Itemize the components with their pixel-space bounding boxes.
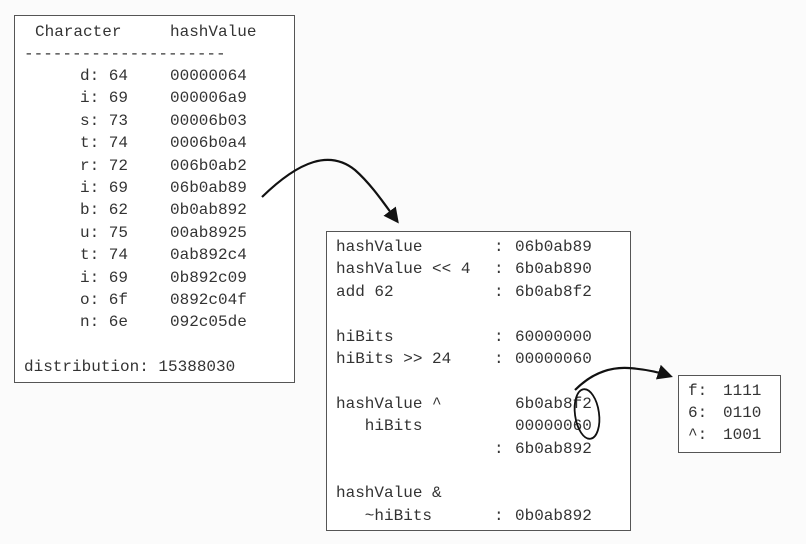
table-row: i: 69 06b0ab89 [15, 177, 294, 199]
bit-value: 1111 [723, 382, 762, 400]
bit-value: 0110 [723, 404, 762, 422]
bit-label: f: [688, 382, 708, 400]
step-colon: : [494, 506, 504, 525]
hash-table-box: Character hashValue --------------------… [14, 15, 295, 383]
step-label: hashValue & [336, 484, 442, 503]
row-character: n: 6e [80, 313, 129, 332]
step-label: hiBits [336, 417, 423, 436]
arrow-steps-to-bits [574, 364, 673, 391]
arrow-table-to-steps [261, 158, 399, 224]
bit-label: ^: [688, 426, 708, 444]
step-value: 0b0ab892 [515, 506, 592, 525]
step-line: hiBits:60000000 [327, 326, 630, 348]
step-value: 6b0ab890 [515, 260, 592, 279]
header-hashvalue: hashValue [170, 23, 257, 41]
row-character: t: 74 [80, 134, 129, 153]
step-label: hashValue [336, 238, 423, 256]
table-row: i: 69 0b892c09 [15, 267, 294, 289]
row-character: i: 69 [80, 268, 129, 287]
step-line: hashValue << 4:6b0ab890 [327, 258, 630, 280]
table-row: r: 72 006b0ab2 [15, 155, 294, 177]
row-hashvalue: 0006b0a4 [170, 134, 247, 153]
step-line: hashValue & [327, 482, 630, 504]
step-colon: : [494, 282, 504, 301]
table-header: Character hashValue [15, 21, 294, 43]
step-label: hashValue << 4 [336, 260, 471, 279]
row-character: t: 74 [80, 246, 129, 265]
bit-line: 6: 0110 [679, 402, 780, 424]
row-hashvalue: 00ab8925 [170, 223, 247, 242]
bits-box: f: 1111 6: 0110 ^: 1001 [678, 375, 781, 453]
row-hashvalue: 06b0ab89 [170, 179, 247, 197]
row-hashvalue: 006b0ab2 [170, 156, 247, 175]
table-row: b: 62 0b0ab892 [15, 199, 294, 221]
step-value: 00000060 [515, 350, 592, 368]
distribution-line: distribution: 15388030 [24, 358, 236, 376]
bit-line: ^: 1001 [679, 424, 780, 446]
bit-value: 1001 [723, 426, 762, 444]
step-colon: : [494, 439, 504, 458]
step-colon: : [494, 238, 504, 256]
step-line: hashValue:06b0ab89 [327, 236, 630, 258]
step-line: hiBits >> 24:00000060 [327, 348, 630, 370]
table-row: i: 69 000006a9 [15, 87, 294, 109]
row-character: u: 75 [80, 223, 129, 242]
step-label: hiBits >> 24 [336, 350, 452, 368]
step-value: 6b0ab892 [515, 439, 592, 458]
row-character: i: 69 [80, 89, 129, 108]
step-line: add 62:6b0ab8f2 [327, 281, 630, 303]
table-row: u: 75 00ab8925 [15, 222, 294, 244]
row-hashvalue: 0892c04f [170, 291, 247, 309]
table-row: n: 6e 092c05de [15, 311, 294, 333]
step-value: 6b0ab8f2 [515, 394, 592, 413]
row-hashvalue: 092c05de [170, 313, 247, 332]
row-hashvalue: 00000064 [170, 67, 247, 85]
table-row: o: 6f 0892c04f [15, 289, 294, 311]
row-hashvalue: 0b892c09 [170, 268, 247, 287]
step-label: hashValue ^ [336, 394, 442, 413]
table-separator: --------------------- [24, 45, 226, 63]
step-line: :6b0ab892 [327, 438, 630, 460]
step-line: hiBits 00000060 [327, 415, 630, 437]
step-line: hashValue ^ 6b0ab8f2 [327, 393, 630, 415]
step-label: hiBits [336, 327, 394, 346]
bit-highlight-ellipse [573, 388, 601, 440]
table-row: t: 74 0ab892c4 [15, 244, 294, 266]
row-character: b: 62 [80, 201, 129, 220]
row-hashvalue: 00006b03 [170, 111, 247, 130]
row-character: s: 73 [80, 111, 129, 130]
step-value: 60000000 [515, 327, 592, 346]
row-hashvalue: 000006a9 [170, 89, 247, 108]
step-colon: : [494, 260, 504, 279]
table-row: s: 73 00006b03 [15, 110, 294, 132]
row-hashvalue: 0b0ab892 [170, 201, 247, 220]
step-value: 6b0ab8f2 [515, 282, 592, 301]
step-value: 06b0ab89 [515, 238, 592, 256]
row-character: d: 64 [80, 67, 129, 85]
bit-line: f: 1111 [679, 380, 780, 402]
row-character: o: 6f [80, 291, 129, 309]
step-colon: : [494, 350, 504, 368]
step-value: 00000060 [515, 417, 592, 436]
header-character: Character [35, 23, 122, 41]
step-line: ~hiBits:0b0ab892 [327, 505, 630, 527]
bit-label: 6: [688, 404, 708, 422]
table-row: t: 74 0006b0a4 [15, 132, 294, 154]
row-hashvalue: 0ab892c4 [170, 246, 247, 265]
step-label: ~hiBits [336, 506, 433, 525]
step-colon: : [494, 327, 504, 346]
table-row: d: 64 00000064 [15, 65, 294, 87]
row-character: r: 72 [80, 156, 129, 175]
step-label: add 62 [336, 282, 394, 301]
row-character: i: 69 [80, 179, 129, 197]
